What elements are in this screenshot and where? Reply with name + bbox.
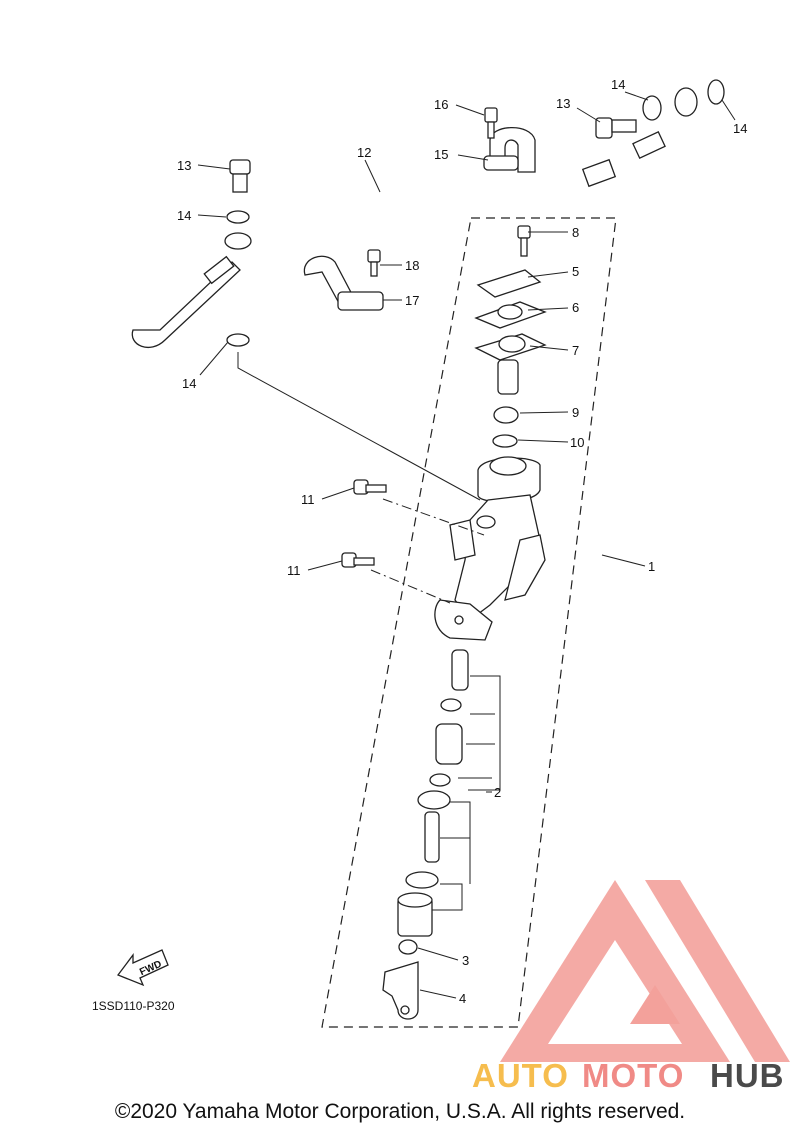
callout-15: 15 [434, 147, 448, 162]
callout-3: 3 [462, 953, 469, 968]
callout-17: 17 [405, 293, 419, 308]
copyright-notice: ©2020 Yamaha Motor Corporation, U.S.A. A… [114, 1100, 686, 1123]
callout-8: 8 [572, 225, 579, 240]
callout-2: 2 [494, 785, 501, 800]
callout-10: 10 [570, 435, 584, 450]
banjo-bolt-right [595, 79, 725, 139]
callout-1: 1 [648, 559, 655, 574]
callout-14-left-lower: 14 [182, 376, 196, 391]
watermark-word-moto: MOTO [582, 1057, 684, 1094]
callout-18: 18 [405, 258, 419, 273]
callout-11-upper: 11 [301, 492, 315, 507]
callout-7: 7 [572, 343, 579, 358]
callout-14-left-upper: 14 [177, 208, 191, 223]
callout-11-lower: 11 [287, 563, 301, 578]
piston-kit [397, 649, 501, 937]
watermark-word-auto: AUTO [472, 1057, 569, 1094]
callout-14-right-upper: 14 [611, 77, 625, 92]
callout-6: 6 [572, 300, 579, 315]
fwd-arrow-icon: FWD [116, 949, 169, 987]
callout-13-right: 13 [556, 96, 570, 111]
callout-12: 12 [357, 145, 371, 160]
watermark-word-hub: HUB [710, 1057, 785, 1094]
callout-labels: 1 2 3 4 5 6 7 8 9 10 11 11 12 13 13 14 1… [177, 77, 747, 1006]
assembly-boundary [321, 217, 617, 1028]
watermark-logo: AUTO MOTO HUB [472, 880, 790, 1094]
pushrod-clevis [382, 939, 419, 1020]
hose-clamp-17 [303, 249, 384, 311]
drawing-code: 1SSD110-P320 [92, 999, 175, 1013]
callout-4: 4 [459, 991, 466, 1006]
callout-14-right-lower: 14 [733, 121, 747, 136]
callout-13-left: 13 [177, 158, 191, 173]
mounting-screws [341, 479, 387, 568]
brake-hose [131, 98, 693, 349]
callout-16: 16 [434, 97, 448, 112]
leader-lines [197, 91, 736, 999]
callout-5: 5 [572, 264, 579, 279]
callout-9: 9 [572, 405, 579, 420]
reservoir-parts [474, 225, 547, 448]
banjo-bolt-left [224, 159, 252, 347]
hose-clamp-15 [483, 107, 536, 173]
master-cylinder-body [434, 456, 546, 641]
